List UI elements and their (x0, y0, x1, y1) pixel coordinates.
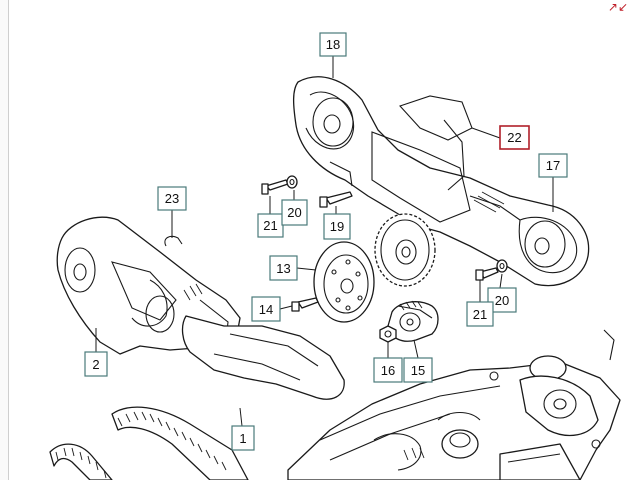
washer-20-lower (496, 259, 508, 273)
callout-20-upper[interactable]: 20 (281, 199, 308, 226)
svg-text:19: 19 (330, 219, 344, 234)
nut-16 (379, 325, 397, 343)
svg-text:1: 1 (239, 431, 246, 446)
svg-text:22: 22 (507, 130, 521, 145)
svg-text:2: 2 (92, 357, 99, 372)
svg-text:18: 18 (326, 37, 340, 52)
callout-23[interactable]: 23 (157, 186, 187, 211)
toothed-gear (374, 213, 436, 287)
svg-text:21: 21 (473, 307, 487, 322)
bolt-21-upper (261, 179, 289, 195)
callout-14[interactable]: 14 (251, 296, 281, 322)
washer-20-upper (286, 175, 298, 189)
svg-text:20: 20 (287, 205, 301, 220)
svg-text:21: 21 (263, 218, 277, 233)
svg-text:23: 23 (165, 191, 179, 206)
callout-2[interactable]: 2 (84, 351, 108, 377)
drive-belt (49, 406, 249, 480)
callout-1[interactable]: 1 (231, 425, 255, 451)
svg-text:17: 17 (546, 158, 560, 173)
svg-text:13: 13 (276, 261, 290, 276)
bolt-21-lower (475, 267, 499, 281)
upper-rear-cover (292, 76, 590, 287)
leader-lines (95, 56, 554, 427)
callout-15[interactable]: 15 (403, 357, 433, 383)
left-border (0, 0, 9, 480)
expand-icon[interactable]: ↗↙ (607, 0, 628, 14)
callout-17[interactable]: 17 (538, 153, 568, 178)
callout-21-upper[interactable]: 21 (257, 213, 284, 238)
engine-block (287, 329, 621, 480)
callout-19[interactable]: 19 (323, 213, 351, 240)
svg-text:16: 16 (381, 363, 395, 378)
pulley-13 (313, 241, 375, 323)
svg-text:15: 15 (411, 363, 425, 378)
hub-15 (387, 300, 439, 342)
callout-21-lower[interactable]: 21 (466, 301, 494, 327)
clip-23 (164, 235, 183, 247)
bolt-14 (291, 297, 319, 312)
svg-text:20: 20 (495, 293, 509, 308)
svg-text:14: 14 (259, 302, 273, 317)
front-cover-1 (181, 315, 345, 400)
callout-13[interactable]: 13 (269, 255, 298, 281)
callout-22[interactable]: 22 (499, 125, 530, 150)
bolt-19 (319, 191, 353, 208)
callout-18[interactable]: 18 (319, 32, 347, 57)
callout-16[interactable]: 16 (373, 357, 403, 383)
